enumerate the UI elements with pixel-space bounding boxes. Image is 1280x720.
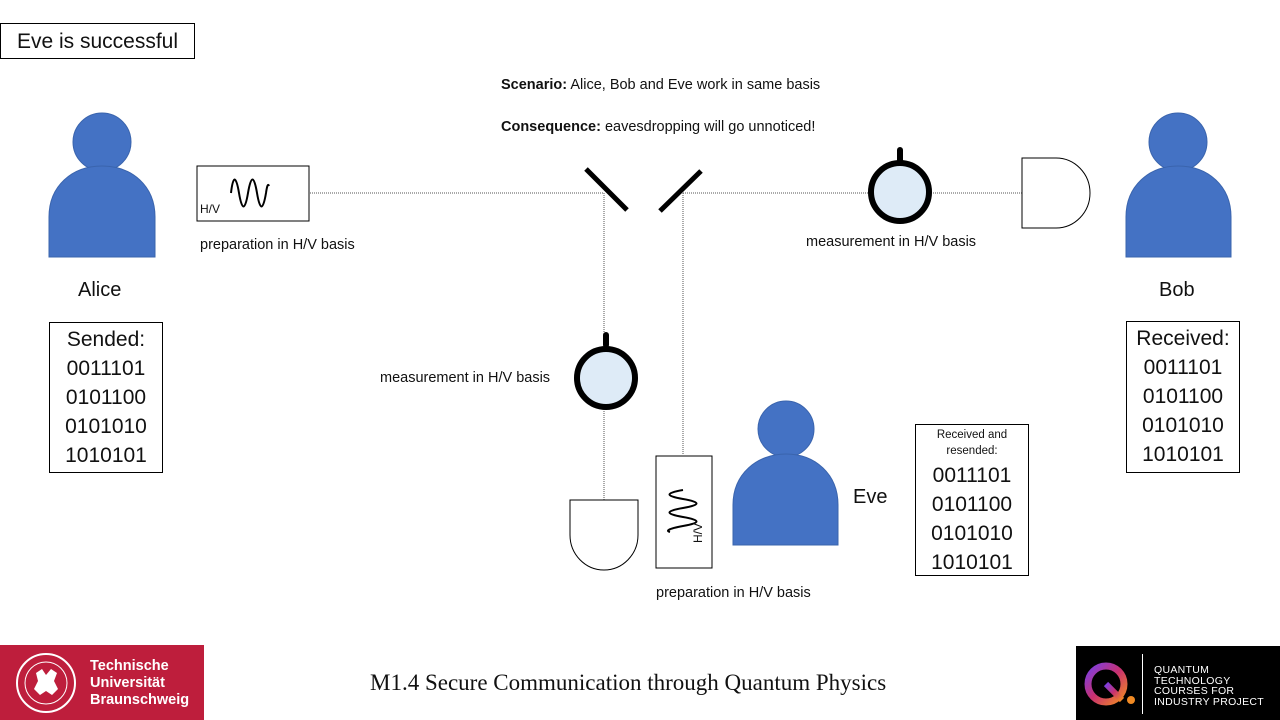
slide-title: Eve is successful [0, 23, 195, 59]
project-name: QUANTUM TECHNOLOGY COURSES FOR INDUSTRY … [1154, 665, 1264, 707]
project-line: INDUSTRY PROJECT [1154, 695, 1265, 708]
qt-logo-icon [1084, 662, 1135, 706]
alice-source-icon [196, 165, 310, 222]
university-seal-icon [16, 653, 76, 713]
consequence-label: Consequence: [501, 119, 601, 135]
alice-sent-header: Sended: [66, 328, 146, 351]
consequence-line: Consequence: eavesdropping will go unnot… [501, 119, 815, 135]
consequence-text: eavesdropping will go unnoticed! [604, 119, 816, 135]
setup-diagram [48, 112, 1232, 571]
eve-bit-row: 0101010 [931, 522, 1013, 545]
scenario-label: Scenario: [501, 77, 568, 93]
alice-source-label: H/V [200, 202, 221, 216]
bob-bit-row: 0011101 [1143, 356, 1223, 379]
bob-received-box: Received: 0011101 0101100 0101010 101010… [1126, 321, 1240, 473]
alice-name: Alice [78, 279, 122, 301]
bob-bit-row: 0101010 [1142, 414, 1224, 437]
bob-d-detector-icon [1021, 157, 1091, 229]
project-line: QUANTUM [1154, 664, 1210, 676]
eve-source-label: H/V [691, 522, 705, 543]
eve-source-icon [655, 455, 713, 569]
eve-bit-row: 0101100 [931, 493, 1013, 516]
bob-bit-row: 1010101 [1142, 443, 1224, 466]
alice-bit-row: 1010101 [65, 444, 147, 467]
alice-bit-row: 0011101 [66, 357, 146, 380]
university-line: Braunschweig [90, 692, 190, 708]
quantum-technology-logo: QUANTUM TECHNOLOGY COURSES FOR INDUSTRY … [1076, 646, 1280, 720]
alice-person-icon [48, 112, 156, 258]
eve-resend-header: Received and resended: [936, 429, 1008, 457]
bob-meas-caption: measurement in H/V basis [806, 234, 977, 250]
alice-bit-row: 0101010 [65, 415, 147, 438]
eve-name: Eve [853, 486, 888, 508]
project-line: TECHNOLOGY [1154, 674, 1231, 687]
university-line: Universität [90, 675, 165, 691]
alice-sent-box: Sended: 0011101 0101100 0101010 1010101 [49, 322, 163, 473]
eve-resend-box: Received and resended: 0011101 0101100 0… [915, 424, 1029, 576]
alice-bit-row: 0101100 [65, 386, 147, 409]
eve-bit-row: 0011101 [932, 464, 1012, 487]
bob-recv-header: Received: [1136, 327, 1230, 350]
beam-splitter-left [584, 167, 629, 212]
eve-meas-caption: measurement in H/V basis [380, 370, 551, 386]
eve-bit-row: 1010101 [931, 551, 1013, 574]
bob-person-icon [1125, 112, 1232, 258]
alice-prep-caption: preparation in H/V basis [200, 237, 355, 253]
project-line: COURSES FOR [1154, 685, 1235, 697]
eve-detector-icon [574, 332, 638, 410]
scenario-text: Alice, Bob and Eve work in same basis [570, 77, 821, 93]
bob-bit-row: 0101100 [1142, 385, 1224, 408]
course-title: M1.4 Secure Communication through Quantu… [370, 670, 887, 695]
university-line: Technische [90, 658, 169, 674]
eve-person-icon [732, 400, 839, 546]
tu-braunschweig-logo: Technische Universität Braunschweig [0, 645, 204, 720]
bob-name: Bob [1159, 279, 1195, 301]
logo-divider [1142, 654, 1143, 714]
bob-detector-icon [868, 147, 932, 224]
scenario-line: Scenario: Alice, Bob and Eve work in sam… [501, 77, 820, 93]
eve-prep-caption: preparation in H/V basis [656, 585, 811, 601]
eve-d-detector-icon [569, 499, 639, 571]
university-name: Technische Universität Braunschweig [90, 658, 189, 709]
beam-splitter-right [658, 169, 703, 213]
